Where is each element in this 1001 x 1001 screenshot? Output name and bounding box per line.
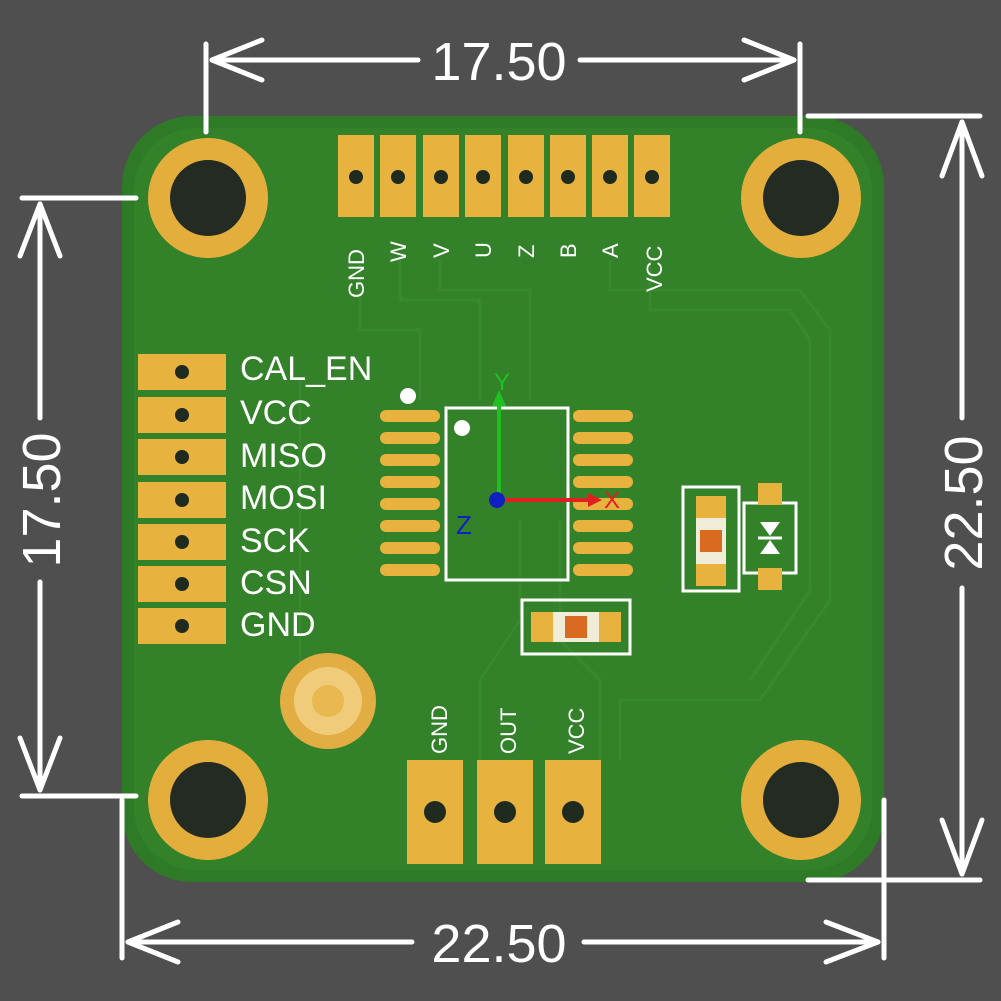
- axis-x-label: X: [604, 487, 620, 514]
- resistor-horizontal: [520, 598, 632, 656]
- dimension-left: 17.50: [12, 432, 72, 567]
- left-pin-label: MISO: [240, 437, 327, 475]
- sensor-ic: [380, 406, 633, 582]
- test-pad: [280, 653, 376, 749]
- top-pin-label: B: [556, 243, 581, 258]
- top-pin-label: Z: [514, 245, 539, 258]
- left-pin-label: CAL_EN: [240, 350, 372, 388]
- dimension-bottom: 22.50: [431, 914, 566, 974]
- z-axis-dot: [489, 492, 505, 508]
- top-pin-label: U: [471, 242, 496, 258]
- axis-z-label: Z: [456, 510, 472, 540]
- mounting-holes: [148, 138, 861, 860]
- ic-outline: [444, 406, 570, 582]
- resistor-vertical: [681, 485, 741, 593]
- top-pin-label: GND: [344, 249, 369, 298]
- top-header-pads: [338, 135, 670, 217]
- bottom-header-pads: [407, 760, 601, 864]
- left-pin-label: CSN: [240, 564, 312, 602]
- dimension-lines: [17, 37, 985, 965]
- bottom-header-labels: GND OUT VCC: [427, 705, 589, 754]
- top-pin-label: W: [386, 241, 411, 262]
- bottom-pin-label: VCC: [564, 707, 589, 754]
- axis-indicator: Y X Z: [456, 369, 620, 540]
- top-pin-label: VCC: [642, 245, 667, 292]
- pin1-marker: [400, 388, 416, 404]
- left-pin-label: GND: [240, 606, 316, 644]
- dimension-right: 22.50: [934, 435, 994, 570]
- ic-left-pins: [380, 410, 440, 576]
- top-pin-label: V: [429, 243, 454, 258]
- bottom-pin-label: GND: [427, 705, 452, 754]
- dimension-top: 17.50: [431, 32, 566, 92]
- left-pin-label: SCK: [240, 522, 310, 560]
- top-pin-label: A: [598, 243, 623, 258]
- bottom-pin-label: OUT: [496, 708, 521, 754]
- axis-y-label: Y: [494, 369, 510, 396]
- top-header-labels: GND W V U Z B A VCC: [344, 241, 667, 298]
- left-pin-label: MOSI: [240, 479, 327, 517]
- diode: [742, 483, 798, 590]
- left-pin-label: VCC: [240, 394, 312, 432]
- left-header-pads: [138, 354, 226, 644]
- ic-pin1-dot: [454, 420, 470, 436]
- left-header-labels: CAL_EN VCC MISO MOSI SCK CSN GND: [240, 350, 372, 644]
